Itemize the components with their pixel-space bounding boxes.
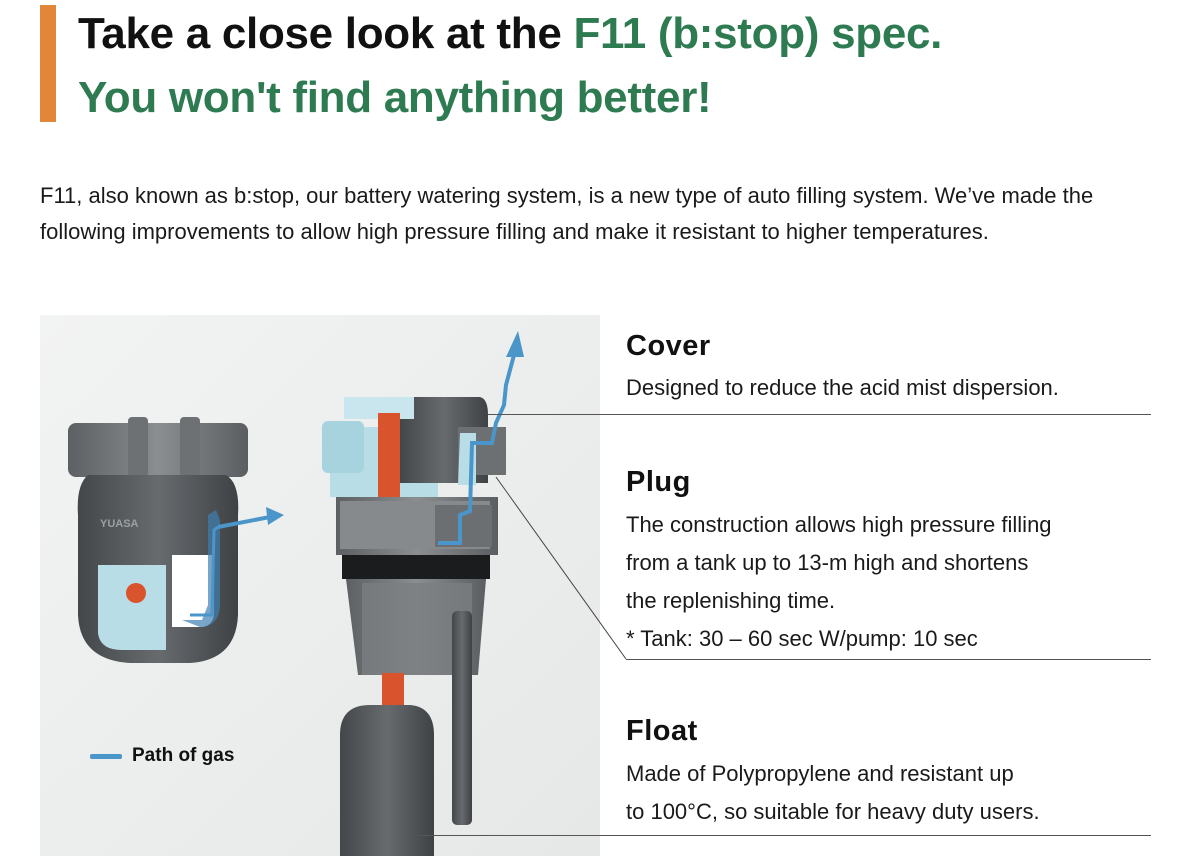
title-line1-dark: Take a close look at the — [78, 9, 574, 58]
plug-rule — [626, 659, 1151, 660]
float-line: to 100°C, so suitable for heavy duty use… — [626, 799, 1040, 824]
intro-paragraph: F11, also known as b:stop, our battery w… — [40, 183, 1094, 244]
title-line1-green: F11 (b:stop) spec. — [573, 9, 943, 58]
gas-path-swatch — [90, 753, 122, 759]
legend: Path of gas — [90, 745, 234, 767]
cover-title: Cover — [626, 330, 711, 362]
cover-line: Designed to reduce the acid mist dispers… — [626, 375, 1059, 400]
plug-top-view: YUASA — [68, 417, 284, 663]
plug-cutaway-drawing: YUASA — [40, 315, 600, 856]
plug-line: from a tank up to 13-m high and shortens — [626, 550, 1029, 575]
legend-label: Path of gas — [132, 745, 235, 766]
float-description: Made of Polypropylene and resistant up t… — [626, 755, 1040, 831]
plug-title: Plug — [626, 466, 691, 498]
plug-leader-line — [495, 476, 627, 660]
title-line2: You won't find anything better! — [78, 73, 712, 122]
cover-rule — [488, 414, 1151, 415]
plug-line: The construction allows high pressure fi… — [626, 512, 1052, 537]
yuasa-logo-text: YUASA — [100, 518, 139, 530]
plug-cutaway-view — [322, 331, 524, 856]
float-rule — [418, 835, 1151, 836]
plug-description: The construction allows high pressure fi… — [626, 506, 1052, 658]
accent-bar — [40, 5, 56, 122]
plug-footnote: * Tank: 30 – 60 sec W/pump: 10 sec — [626, 626, 978, 651]
page-title: Take a close look at the F11 (b:stop) sp… — [78, 2, 942, 130]
float-title: Float — [626, 715, 698, 747]
product-illustration: YUASA — [40, 315, 600, 856]
cover-description: Designed to reduce the acid mist dispers… — [626, 369, 1059, 407]
float-line: Made of Polypropylene and resistant up — [626, 761, 1014, 786]
plug-line: the replenishing time. — [626, 588, 836, 613]
